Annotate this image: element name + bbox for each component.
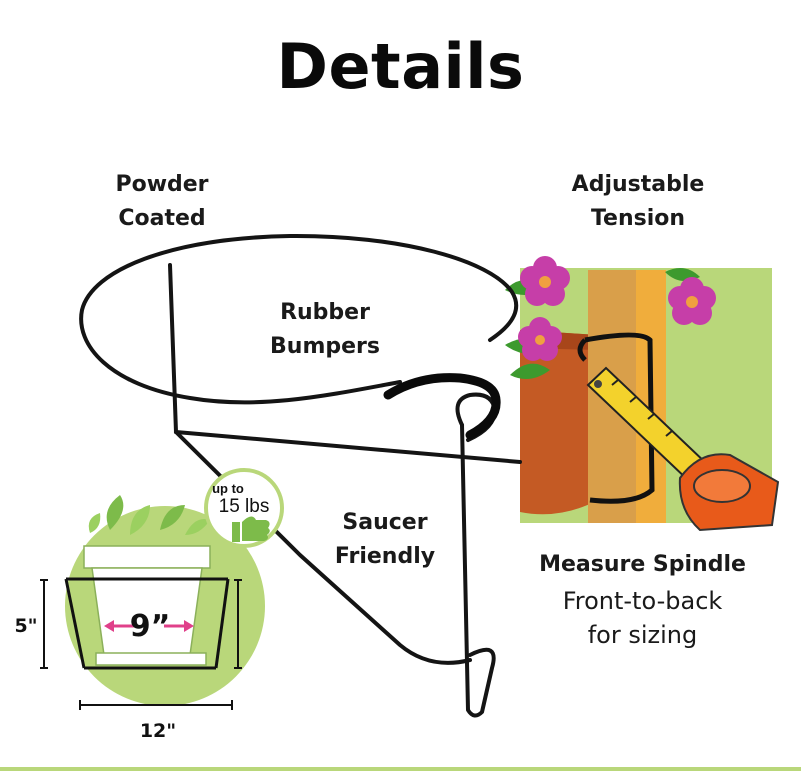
- spindle-illustration: [505, 256, 780, 532]
- label-adjustable-tension: Adjustable Tension: [548, 168, 728, 236]
- label-measure-sub-line1: Front-to-back: [562, 587, 723, 615]
- label-powder-coated-line2: Coated: [118, 206, 206, 231]
- label-rubber-bumpers-line2: Bumpers: [270, 334, 380, 359]
- label-adjustable-tension-line2: Tension: [590, 206, 686, 231]
- wire-holder: [79, 233, 522, 718]
- label-measure-sub-line2: for sizing: [587, 621, 698, 649]
- label-powder-coated-line1: Powder: [115, 172, 209, 197]
- label-saucer-friendly-line1: Saucer: [342, 510, 428, 535]
- weight-value: 15 lbs: [219, 496, 270, 517]
- label-rubber-bumpers: Rubber Bumpers: [245, 296, 405, 364]
- weight-prefix: up to: [212, 481, 244, 496]
- height-label: 5": [14, 615, 37, 637]
- pot-rim: [83, 545, 211, 569]
- label-saucer-friendly-line2: Friendly: [334, 544, 436, 569]
- label-measure-sub: Front-to-back for sizing: [520, 584, 765, 652]
- pot-saucer: [95, 652, 207, 666]
- label-saucer-friendly: Saucer Friendly: [305, 506, 465, 574]
- label-rubber-bumpers-line1: Rubber: [280, 300, 370, 325]
- label-adjustable-tension-line1: Adjustable: [571, 172, 705, 197]
- page-title: Details: [276, 30, 525, 103]
- wire-ring: [79, 233, 519, 405]
- rubber-bumper-icon: [383, 373, 501, 440]
- thumbs-up-icon: [232, 516, 270, 542]
- bottom-divider: [0, 767, 801, 771]
- flowers: [505, 256, 716, 379]
- inner-width-label: 9”: [130, 609, 171, 644]
- outer-width-label: 12": [140, 720, 176, 742]
- label-measure-spindle: Measure Spindle: [539, 552, 746, 577]
- label-powder-coated: Powder Coated: [82, 168, 242, 236]
- pot-diagram: [40, 468, 284, 710]
